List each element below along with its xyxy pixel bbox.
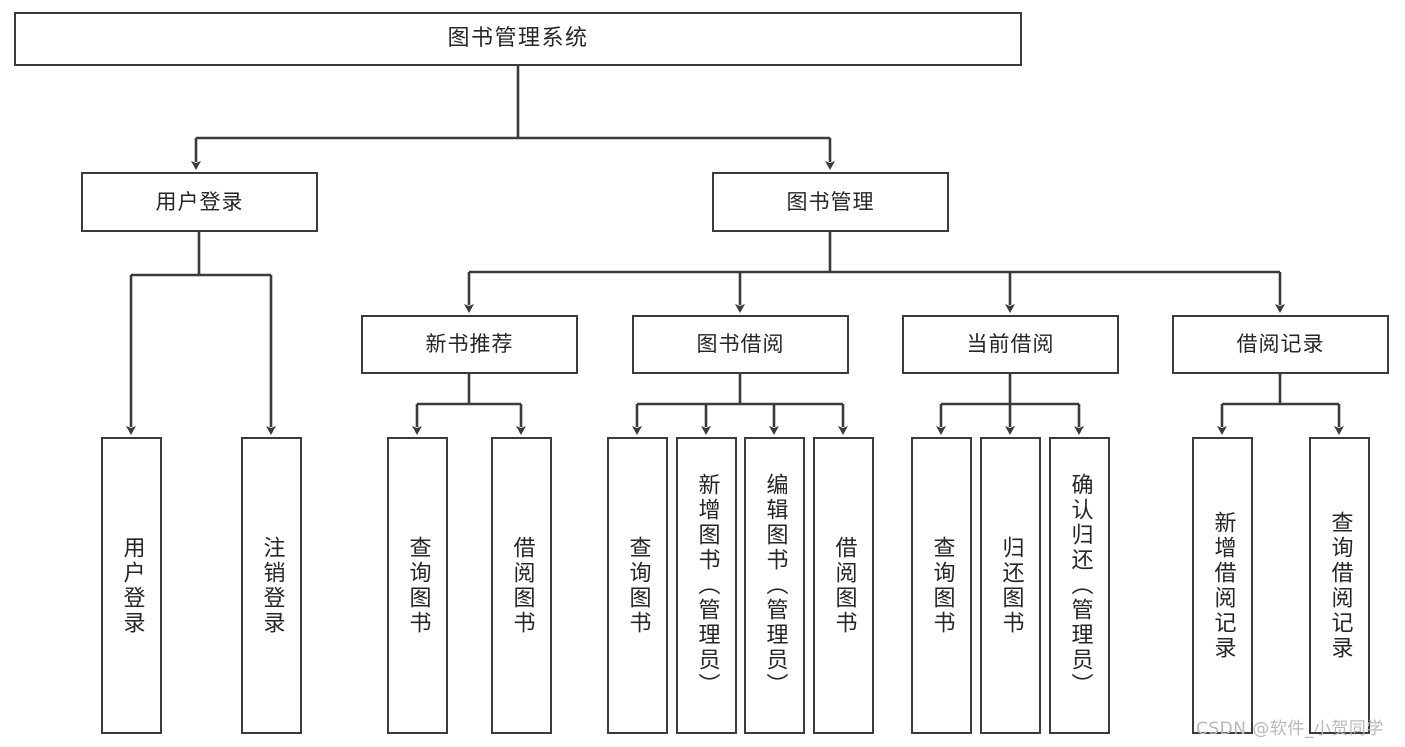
leaf-query-book-borrow[interactable]: 查询图书 xyxy=(607,437,668,734)
node-label: 新书推荐 xyxy=(425,332,514,357)
leaf-confirm-return-admin[interactable]: 确认归还（管理员） xyxy=(1049,437,1110,734)
node-current-borrow[interactable]: 当前借阅 xyxy=(902,315,1119,374)
node-label: 查询图书 xyxy=(625,535,651,636)
leaf-return-book[interactable]: 归还图书 xyxy=(980,437,1041,734)
node-book-borrow[interactable]: 图书借阅 xyxy=(632,315,849,374)
node-book-management[interactable]: 图书管理 xyxy=(712,172,949,232)
leaf-query-borrow-record[interactable]: 查询借阅记录 xyxy=(1309,437,1370,734)
leaf-edit-book-admin[interactable]: 编辑图书（管理员） xyxy=(744,437,805,734)
node-label: 查询图书 xyxy=(929,535,955,636)
leaf-add-book-admin[interactable]: 新增图书（管理员） xyxy=(676,437,737,734)
node-label: 注销登录 xyxy=(259,535,285,636)
node-label: 确认归还（管理员） xyxy=(1067,473,1093,698)
node-label: 新增借阅记录 xyxy=(1210,510,1236,661)
leaf-query-book-new-recommend[interactable]: 查询图书 xyxy=(387,437,448,734)
leaf-user-login[interactable]: 用户登录 xyxy=(101,437,162,734)
node-borrow-record[interactable]: 借阅记录 xyxy=(1172,315,1389,374)
node-label: 借阅记录 xyxy=(1236,332,1325,357)
node-label: 用户登录 xyxy=(119,535,145,636)
csdn-watermark: CSDN @软件_小贺同学 xyxy=(1196,719,1384,739)
node-label: 图书管理 xyxy=(786,189,875,214)
node-label: 图书借阅 xyxy=(696,332,785,357)
leaf-logout-login[interactable]: 注销登录 xyxy=(241,437,302,734)
node-label: 当前借阅 xyxy=(966,332,1055,357)
node-label: 查询借阅记录 xyxy=(1327,510,1353,661)
node-label: 归还图书 xyxy=(998,535,1024,636)
node-label: 查询图书 xyxy=(405,535,431,636)
leaf-borrow-book-new-recommend[interactable]: 借阅图书 xyxy=(491,437,552,734)
node-root-book-management-system[interactable]: 图书管理系统 xyxy=(14,12,1022,66)
node-label: 借阅图书 xyxy=(831,535,857,636)
node-label: 编辑图书（管理员） xyxy=(762,473,788,698)
node-user-login[interactable]: 用户登录 xyxy=(81,172,318,232)
leaf-borrow-book-borrow[interactable]: 借阅图书 xyxy=(813,437,874,734)
leaf-query-book-current-borrow[interactable]: 查询图书 xyxy=(911,437,972,734)
leaf-add-borrow-record[interactable]: 新增借阅记录 xyxy=(1192,437,1253,734)
node-label: 用户登录 xyxy=(155,189,244,214)
node-new-book-recommend[interactable]: 新书推荐 xyxy=(361,315,578,374)
node-label: 新增图书（管理员） xyxy=(694,473,720,698)
node-label: 借阅图书 xyxy=(509,535,535,636)
node-label: 图书管理系统 xyxy=(447,25,589,51)
